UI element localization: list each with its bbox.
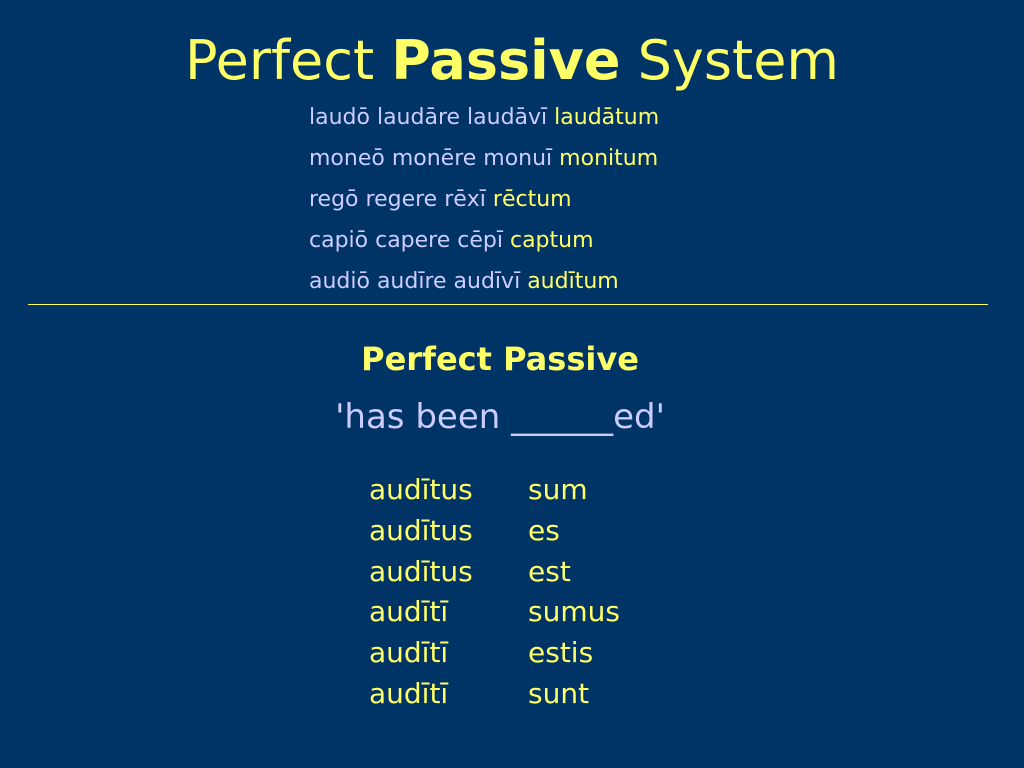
participle-cell: audītī xyxy=(369,636,449,670)
participle-cell: audītī xyxy=(369,676,449,710)
verb-cell: sumus xyxy=(528,595,620,629)
conjugation-row: audītī estis xyxy=(369,633,620,674)
title-prefix: Perfect xyxy=(184,29,375,92)
principal-parts-row: laudō laudāre laudāvī laudātum xyxy=(309,97,659,138)
conjugation-row: audītus sum xyxy=(369,470,620,511)
principal-parts-forms: laudō laudāre laudāvī xyxy=(309,105,548,130)
conjugation-row: audītī sumus xyxy=(369,592,620,633)
principal-parts-row: capiō capere cēpī captum xyxy=(309,220,659,261)
conjugation-row: audītī sunt xyxy=(369,674,620,715)
verb-cell: est xyxy=(528,554,571,588)
principal-parts-row: regō regere rēxī rēctum xyxy=(309,179,659,220)
principal-parts-supine: laudātum xyxy=(554,105,660,130)
participle-cell: audītus xyxy=(369,513,473,547)
slide-title: Perfect Passive System xyxy=(0,26,1024,96)
principal-parts-forms: audiō audīre audīvī xyxy=(309,269,521,294)
principal-parts-supine: rēctum xyxy=(492,187,572,212)
title-suffix: System xyxy=(637,29,840,92)
section-divider xyxy=(28,304,988,305)
translation-pattern: 'has been ______ed' xyxy=(335,397,665,437)
principal-parts-list: laudō laudāre laudāvī laudātum moneō mon… xyxy=(309,97,659,302)
verb-cell: es xyxy=(528,513,560,547)
conjugation-row: audītus es xyxy=(369,511,620,552)
verb-cell: sunt xyxy=(528,676,590,710)
principal-parts-forms: regō regere rēxī xyxy=(309,187,486,212)
principal-parts-supine: captum xyxy=(509,228,594,253)
title-bold-word: Passive xyxy=(391,29,621,92)
participle-cell: audītī xyxy=(369,595,449,629)
participle-cell: audītus xyxy=(369,554,473,588)
principal-parts-forms: capiō capere cēpī xyxy=(309,228,503,253)
participle-cell: audītus xyxy=(369,473,473,506)
verb-cell: sum xyxy=(528,473,588,506)
verb-cell: estis xyxy=(528,636,594,670)
principal-parts-row: moneō monēre monuī monitum xyxy=(309,138,659,179)
principal-parts-supine: monitum xyxy=(559,146,659,171)
conjugation-row: audītus est xyxy=(369,552,620,593)
principal-parts-row: audiō audīre audīvī audītum xyxy=(309,261,659,302)
principal-parts-supine: audītum xyxy=(527,269,619,294)
principal-parts-forms: moneō monēre monuī xyxy=(309,146,553,171)
conjugation-table: audītus sum audītus es audītus est audītī su… xyxy=(369,470,620,715)
section-heading: Perfect Passive xyxy=(361,340,639,378)
